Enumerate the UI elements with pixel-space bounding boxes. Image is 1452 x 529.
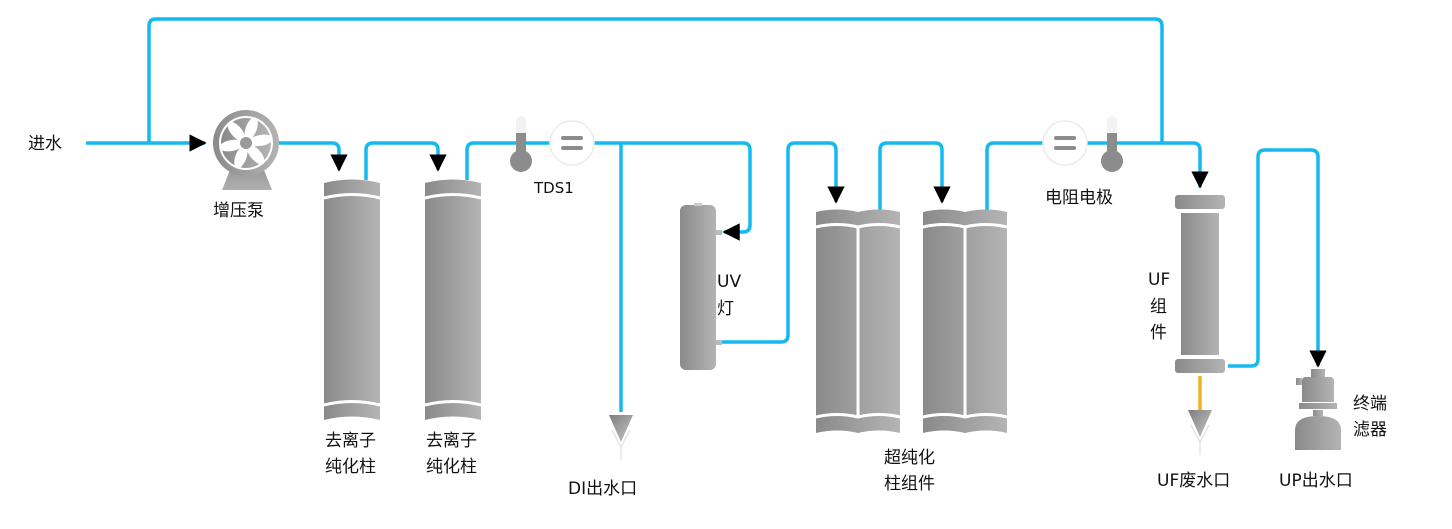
di-column-1-label-line2: 纯化柱 [325, 457, 376, 477]
up-column-label-line1: 超纯化 [884, 448, 935, 468]
fan-blades-icon [219, 117, 273, 169]
pipe-di-column-1-to-2 [364, 141, 447, 180]
uv-lamp-label-line2: 灯 [717, 299, 734, 319]
up-column-1 [815, 209, 901, 433]
pump-label: 增压泵 [213, 201, 264, 221]
uf-module-label-line2: 组 [1150, 297, 1167, 317]
pipe-di-column-2-to-tds [465, 141, 752, 241]
inlet-label: 进水 [28, 134, 62, 154]
di-column-2-label-line2: 纯化柱 [426, 457, 477, 477]
uf-module [1175, 195, 1225, 373]
di-column-1-label-line1: 去离子 [325, 431, 376, 451]
tds-sensor-thermometer-icon [510, 116, 532, 172]
final-filter-label-line2: 滤器 [1353, 420, 1387, 440]
pipe-pump-to-di-column-1 [274, 141, 348, 172]
di-column-2 [424, 179, 482, 420]
di-outlet-label: DI出水口 [568, 479, 637, 499]
uv-lamp [680, 203, 722, 370]
uf-module-label-line3: 件 [1150, 323, 1167, 343]
up-outlet-label: UP出水口 [1279, 471, 1353, 491]
tds-sensor-label: TDS1 [533, 179, 574, 197]
booster-pump [213, 110, 279, 190]
resistivity-electrode-thermometer-icon [1101, 116, 1123, 172]
terminal-filter-icon [1295, 369, 1341, 450]
uf-module-label-line1: UF [1148, 270, 1170, 290]
final-filter-label-line1: 终端 [1353, 394, 1387, 414]
pipes [86, 17, 1327, 412]
pipe-uf-to-final-filter [1228, 148, 1327, 368]
flow-meter-2-icon [1042, 120, 1088, 166]
pipe-recirculation [147, 17, 1164, 143]
up-column-2 [922, 209, 1008, 433]
di-outlet-funnel-icon [609, 415, 633, 460]
pipe-up-column-1-to-2 [878, 141, 951, 212]
pipe-up-column-2-to-uf [985, 141, 1209, 212]
up-column-label-line2: 柱组件 [884, 474, 935, 494]
uv-lamp-label-line1: UV [717, 272, 741, 292]
resistivity-electrode-label: 电阻电极 [1045, 188, 1113, 208]
flow-meter-1-icon [549, 120, 595, 166]
di-column-2-label-line1: 去离子 [426, 431, 477, 451]
di-column-1 [323, 179, 381, 420]
pipe-uv-to-up-column-1 [718, 141, 845, 344]
uf-waste-outlet-label: UF废水口 [1157, 471, 1230, 491]
uf-waste-funnel-icon [1188, 410, 1212, 455]
